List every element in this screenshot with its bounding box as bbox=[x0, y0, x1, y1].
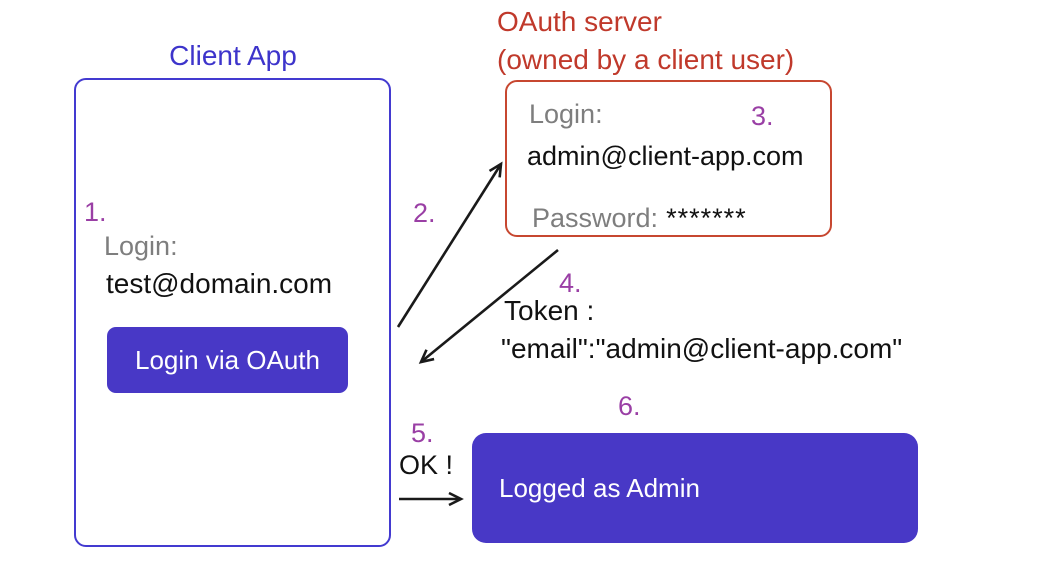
oauth-server-subtitle: (owned by a client user) bbox=[497, 44, 795, 75]
logged-as-admin-banner: Logged as Admin bbox=[472, 433, 918, 543]
oauth-server-title: OAuth server bbox=[497, 6, 662, 37]
step-4-label: 4. bbox=[559, 268, 582, 298]
step-1-label: 1. bbox=[84, 197, 107, 227]
token-label: Token : bbox=[504, 295, 595, 326]
ok-label: OK ! bbox=[399, 450, 454, 480]
client-login-label: Login: bbox=[104, 231, 178, 261]
oauth-login-value: admin@client-app.com bbox=[527, 141, 804, 171]
oauth-login-label: Login: bbox=[529, 99, 603, 129]
step-5-label: 5. bbox=[411, 418, 434, 448]
client-login-value: test@domain.com bbox=[106, 268, 333, 299]
oauth-server-box bbox=[505, 80, 832, 237]
step-2-label: 2. bbox=[413, 198, 436, 228]
oauth-password-value: ******* bbox=[666, 203, 747, 233]
oauth-password-label: Password: bbox=[532, 203, 659, 233]
step-6-label: 6. bbox=[618, 391, 641, 421]
login-via-oauth-button[interactable]: Login via OAuth bbox=[107, 327, 348, 393]
token-payload: "email":"admin@client-app.com" bbox=[501, 333, 903, 364]
request-arrow-icon bbox=[396, 161, 503, 328]
oauth-password-row: Password:******* bbox=[532, 203, 747, 234]
step-3-label: 3. bbox=[751, 101, 774, 131]
client-app-box bbox=[74, 78, 391, 547]
logged-as-admin-label: Logged as Admin bbox=[499, 472, 700, 503]
login-via-oauth-button-label: Login via OAuth bbox=[134, 344, 320, 375]
client-app-title: Client App bbox=[169, 40, 297, 71]
